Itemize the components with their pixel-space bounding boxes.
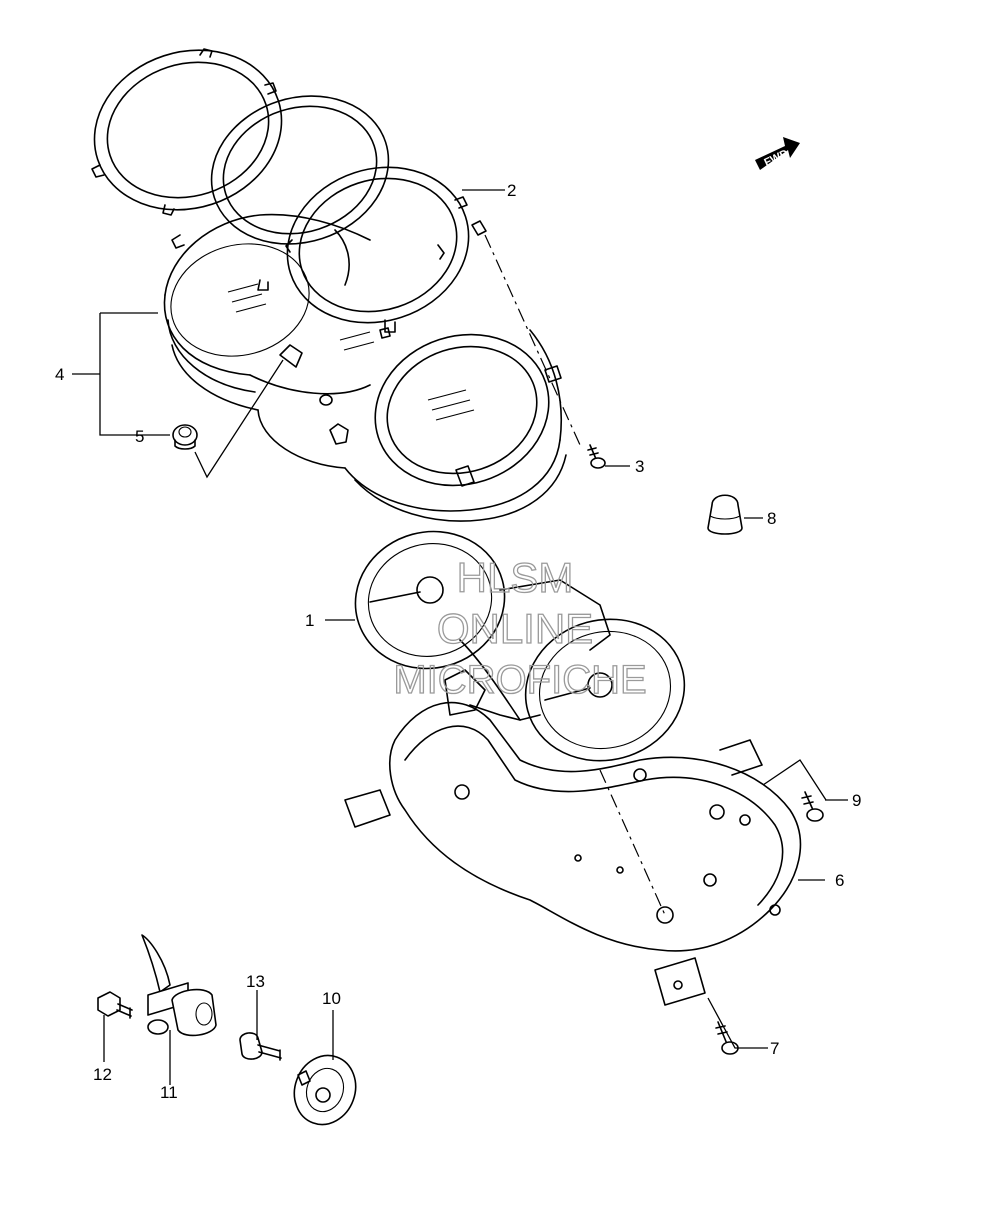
screw-13 <box>239 1032 282 1061</box>
callout-3: 3 <box>635 457 644 476</box>
meter-case <box>163 213 567 522</box>
leader-lines <box>72 189 848 1085</box>
callout-11: 11 <box>160 1083 178 1102</box>
bezel-ring <box>285 166 487 333</box>
alignment-line-screw-6 <box>599 769 666 916</box>
screw-9 <box>801 791 824 822</box>
callout-9: 9 <box>852 791 861 810</box>
callout-10: 10 <box>322 989 341 1008</box>
callout-2: 2 <box>507 181 516 200</box>
alignment-line-screw-3 <box>484 234 581 446</box>
sensor <box>141 934 217 1037</box>
grommet <box>172 424 198 450</box>
callout-13: 13 <box>246 972 265 991</box>
callout-7: 7 <box>770 1039 779 1058</box>
meter-lens-ring-upper <box>91 48 283 216</box>
callout-4: 4 <box>55 365 64 384</box>
watermark-line1: HLSM <box>457 554 574 601</box>
fwd-arrow-icon: FWD <box>755 137 800 170</box>
callout-5: 5 <box>135 427 144 446</box>
fwd-label: FWD <box>762 148 790 169</box>
watermark-line3: MICROFICHE <box>393 658 646 702</box>
bolt-12 <box>97 991 133 1019</box>
callout-1: 1 <box>305 611 314 630</box>
watermark-line2: ONLINE <box>437 605 593 652</box>
cap <box>707 494 743 535</box>
screw-3 <box>587 444 606 469</box>
watermark: HLSM ONLINE MICROFICHE <box>393 553 648 702</box>
callout-6: 6 <box>835 871 844 890</box>
callout-12: 12 <box>93 1065 112 1084</box>
callout-8: 8 <box>767 509 776 528</box>
callouts: 1 2 3 4 5 6 7 8 9 10 11 12 13 <box>55 181 861 1102</box>
meter-lens-ring-middle <box>171 95 390 291</box>
washer <box>293 1054 357 1126</box>
meter-panel <box>354 530 686 762</box>
meter-lower-case <box>344 701 802 1006</box>
screw-7 <box>715 1021 739 1055</box>
